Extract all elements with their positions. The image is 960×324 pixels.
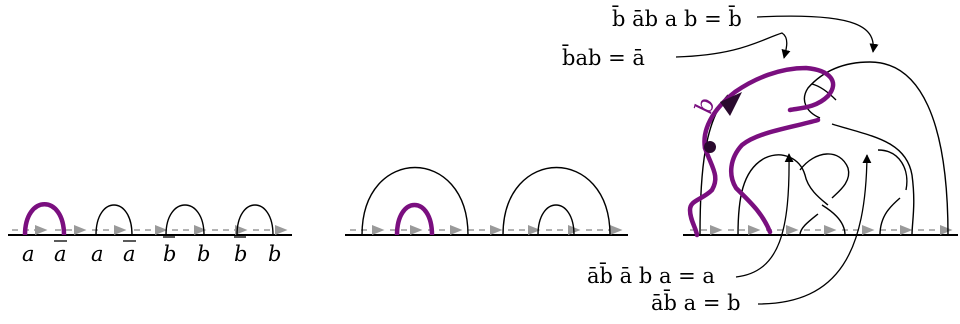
panel-2 [345, 167, 628, 236]
label-abar-2: a [123, 242, 136, 266]
inner-arc-purple [394, 202, 435, 236]
arc-4 [236, 204, 274, 236]
inner-arc-right [537, 204, 575, 236]
panel-3: b b̄ āb a b = b̄ b̄ab = ā āb̄ ā b a = a … [562, 5, 958, 315]
arc-3 [165, 204, 205, 236]
outer-arc-right [502, 167, 611, 236]
panel-1: a a a a b b b b [8, 202, 292, 266]
outer-arc-left [361, 167, 469, 236]
strand-label-b: b [689, 95, 720, 117]
label-b-1: b [197, 242, 210, 266]
annotation-bot1: āb̄ ā b a = a [587, 262, 715, 288]
b-strand [687, 65, 836, 238]
annotation-top2: b̄ab = ā [562, 44, 645, 70]
label-bbar-1: b [163, 242, 176, 266]
braid-strands [699, 61, 949, 236]
label-bbar-2: b [234, 242, 247, 266]
leader-arrows [675, 15, 879, 305]
annotation-top1: b̄ āb a b = b̄ [612, 5, 742, 31]
label-a-1: a [22, 242, 35, 266]
label-a-2: a [91, 242, 104, 266]
label-abar-1: a [54, 242, 67, 266]
annotation-bot2: āb̄ a = b [651, 289, 741, 315]
b-basepoint [704, 141, 716, 153]
label-b-2: b [268, 242, 281, 266]
b-arrowhead [720, 92, 742, 116]
arc-2 [95, 204, 133, 236]
arc-aa [22, 202, 67, 236]
